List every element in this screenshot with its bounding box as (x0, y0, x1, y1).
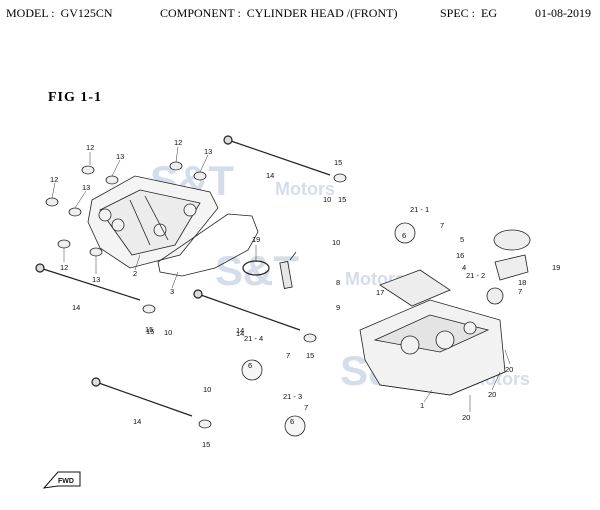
callout: 15 (306, 351, 314, 360)
sprocket-covers (241, 222, 416, 437)
component-value: CYLINDER HEAD /(FRONT) (246, 6, 398, 20)
stud-bolts (35, 135, 331, 417)
model-value: GV125CN (60, 6, 113, 20)
callout: 15 (338, 195, 346, 204)
cover-gasket (157, 213, 259, 277)
callout: 17 (376, 288, 384, 297)
callout: 2 (133, 269, 137, 278)
callout: 1 (420, 401, 424, 410)
spec-field: SPEC : EG (440, 6, 503, 24)
callout: 10 (203, 385, 211, 394)
callout: 7 (518, 287, 522, 296)
date-value: 01-08-2019 (535, 6, 591, 20)
figure-title: FIG 1-1 (48, 90, 103, 105)
callout: 10 (164, 328, 172, 337)
fwd-label: FWD (58, 478, 74, 485)
model-label: MODEL : (6, 6, 55, 20)
washers (142, 173, 347, 429)
intake-manifold (493, 229, 531, 281)
rocker-assembly (379, 269, 504, 307)
callout: 12 (60, 263, 68, 272)
callout: 19 (552, 263, 560, 272)
cylinder-head (359, 299, 506, 396)
callout: 15 (202, 440, 210, 449)
callout: 13 (116, 152, 124, 161)
callout: 20 (488, 390, 496, 399)
leader-lines (51, 146, 511, 412)
fwd-arrow-icon: FWD (42, 471, 81, 489)
callout: 12 (50, 175, 58, 184)
callout: 10 (332, 238, 340, 247)
callout: 20 (505, 365, 513, 374)
callout: 13 (204, 147, 212, 156)
callout: 9 (336, 303, 340, 312)
spec-label: SPEC : (440, 6, 476, 20)
component-label: COMPONENT : (160, 6, 241, 20)
callout: 6 (290, 417, 294, 426)
callout: 19 (252, 235, 260, 244)
callout: 6 (402, 231, 406, 240)
callout: 13 (82, 183, 90, 192)
callout: 18 (518, 278, 526, 287)
callout: 21 - 1 (410, 205, 429, 214)
callout: 16 (456, 251, 464, 260)
callout: 21 - 2 (466, 271, 485, 280)
callout: 15 (145, 325, 153, 334)
callout: 15 (334, 158, 342, 167)
callout: 21 - 3 (283, 392, 302, 401)
callout: 13 (92, 275, 100, 284)
callout: 14 (266, 171, 274, 180)
callout: 7 (304, 403, 308, 412)
callout: 7 (440, 221, 444, 230)
callout: 7 (286, 351, 290, 360)
callout: 14 (133, 417, 141, 426)
callout: 21 - 4 (244, 334, 263, 343)
date-field: 01-08-2019 (535, 6, 597, 24)
callout: 20 (462, 413, 470, 422)
watermark-suffix-1: Motors (275, 179, 335, 199)
callout-labels: 12 13 12 13 12 13 12 13 14 14 15 15 15 1… (50, 138, 560, 449)
callout: 6 (248, 361, 252, 370)
spark-plug (279, 251, 297, 289)
callout: 5 (460, 235, 464, 244)
callout: 12 (174, 138, 182, 147)
callout: 8 (336, 278, 340, 287)
callout: 3 (170, 287, 174, 296)
cylinder-head-cover (87, 175, 219, 269)
callout: 4 (462, 263, 466, 272)
callout: 14 (72, 303, 80, 312)
component-field: COMPONENT : CYLINDER HEAD /(FRONT) (160, 6, 403, 24)
model-field: MODEL : GV125CN (6, 6, 119, 24)
spec-value: EG (481, 6, 498, 20)
callout: 14 (236, 329, 244, 338)
callout: 15 (146, 327, 154, 336)
callout: 14 (236, 326, 244, 335)
callout: 12 (86, 143, 94, 152)
callout: 10 (323, 195, 331, 204)
